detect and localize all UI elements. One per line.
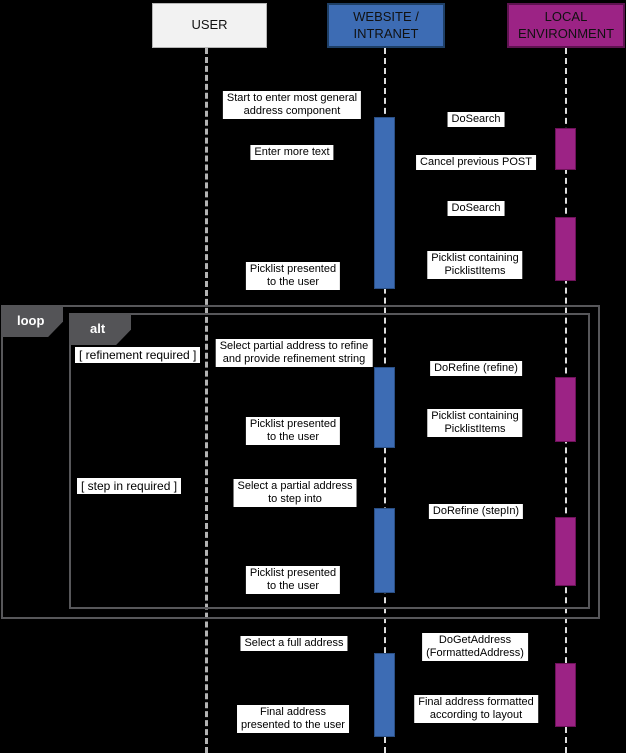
activation-bar-website-2	[374, 367, 395, 448]
lifeline-user	[205, 48, 208, 753]
activation-bar-website-1	[374, 117, 395, 289]
message-select-partial-refine: Select partial address to refine and pro…	[215, 339, 373, 367]
activation-bar-website-3	[374, 508, 395, 593]
message-select-full-address: Select a full address	[240, 636, 348, 651]
message-dorefine-stepin: DoRefine (stepIn)	[428, 504, 524, 519]
fragment-alt	[69, 313, 590, 609]
activation-bar-local-3	[555, 377, 576, 442]
actor-box-local: LOCAL ENVIRONMENT	[507, 3, 625, 48]
message-picklist-presented-3: Picklist presented to the user	[245, 566, 341, 594]
fragment-loop	[1, 305, 600, 619]
guard-refinement-required: [ refinement required ]	[75, 347, 201, 363]
message-cancel-previous-post: Cancel previous POST	[416, 155, 536, 170]
activation-bar-local-5	[555, 663, 576, 727]
message-dosearch-2: DoSearch	[447, 201, 505, 216]
fragment-loop-label: loop	[17, 312, 45, 328]
actor-box-user: USER	[152, 3, 267, 48]
message-select-partial-step-into: Select a partial address to step into	[233, 479, 357, 507]
message-picklist-containing-2: Picklist containing PicklistItems	[427, 409, 523, 437]
message-enter-more-text: Enter more text	[250, 145, 334, 160]
actor-box-website: WEBSITE / INTRANET	[327, 3, 445, 48]
fragment-alt-tab: alt	[69, 313, 131, 345]
fragment-loop-tab: loop	[1, 305, 63, 337]
guard-step-in-required: [ step in required ]	[77, 478, 182, 494]
message-start-enter-address: Start to enter most general address comp…	[222, 91, 362, 119]
message-dorefine-refine: DoRefine (refine)	[430, 361, 522, 376]
message-dogetaddress: DoGetAddress (FormattedAddress)	[422, 633, 528, 661]
message-picklist-presented-1: Picklist presented to the user	[245, 262, 341, 290]
activation-bar-local-2	[555, 217, 576, 281]
activation-bar-local-1	[555, 128, 576, 170]
fragment-alt-label: alt	[90, 320, 106, 336]
message-final-address-formatted: Final address formatted according to lay…	[414, 695, 538, 723]
message-final-address-presented: Final address presented to the user	[237, 705, 349, 733]
message-dosearch-1: DoSearch	[447, 112, 505, 127]
activation-bar-website-4	[374, 653, 395, 737]
activation-bar-local-4	[555, 517, 576, 586]
message-picklist-containing-1: Picklist containing PicklistItems	[427, 251, 523, 279]
message-picklist-presented-2: Picklist presented to the user	[245, 417, 341, 445]
